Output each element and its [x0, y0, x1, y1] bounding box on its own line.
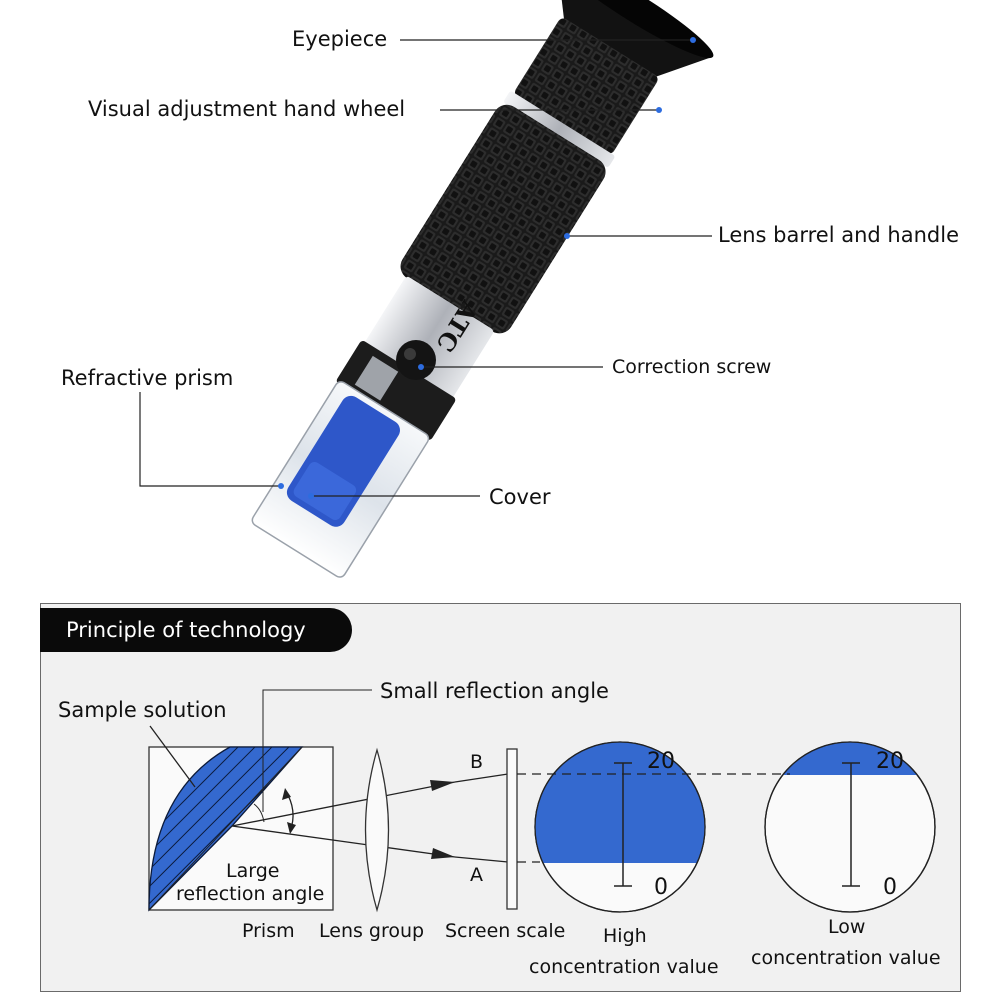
low-scale-bottom: 0 [883, 875, 897, 900]
label-cover: Cover [489, 485, 551, 509]
label-small-angle: Small reflection angle [380, 679, 609, 703]
low-scale-top: 20 [876, 749, 904, 774]
label-large-angle-1: Large [226, 860, 280, 882]
prism-holder [336, 341, 456, 440]
high-scale-bottom: 0 [654, 875, 668, 900]
label-low-2: concentration value [751, 947, 941, 969]
label-large-angle-2: reflection angle [176, 883, 325, 905]
principle-title: Principle of technology [40, 608, 352, 652]
label-correction-screw: Correction screw [612, 356, 772, 378]
high-scale-top: 20 [647, 749, 675, 774]
label-point-b: B [470, 751, 484, 773]
label-eyepiece: Eyepiece [292, 27, 388, 51]
label-high-1: High [603, 925, 647, 947]
label-prism: Prism [242, 920, 295, 942]
hand-wheel-body [514, 18, 658, 154]
eyepiece-cup [556, 0, 714, 78]
barrel-handle-body [400, 104, 606, 334]
lens-shape [364, 747, 390, 913]
label-point-a: A [470, 864, 483, 886]
high-concentration-view [534, 741, 706, 913]
label-lens-group: Lens group [319, 920, 425, 942]
label-high-2: concentration value [529, 956, 719, 978]
label-hand-wheel: Visual adjustment hand wheel [88, 97, 406, 121]
label-barrel: Lens barrel and handle [718, 223, 959, 247]
label-low-1: Low [828, 916, 866, 938]
label-sample-solution: Sample solution [58, 698, 227, 722]
atc-metal-section [364, 276, 494, 399]
low-concentration-view [764, 741, 936, 913]
screen-scale-plate [506, 748, 518, 910]
label-screen-scale: Screen scale [445, 920, 566, 942]
label-refractive-prism: Refractive prism [61, 366, 234, 390]
